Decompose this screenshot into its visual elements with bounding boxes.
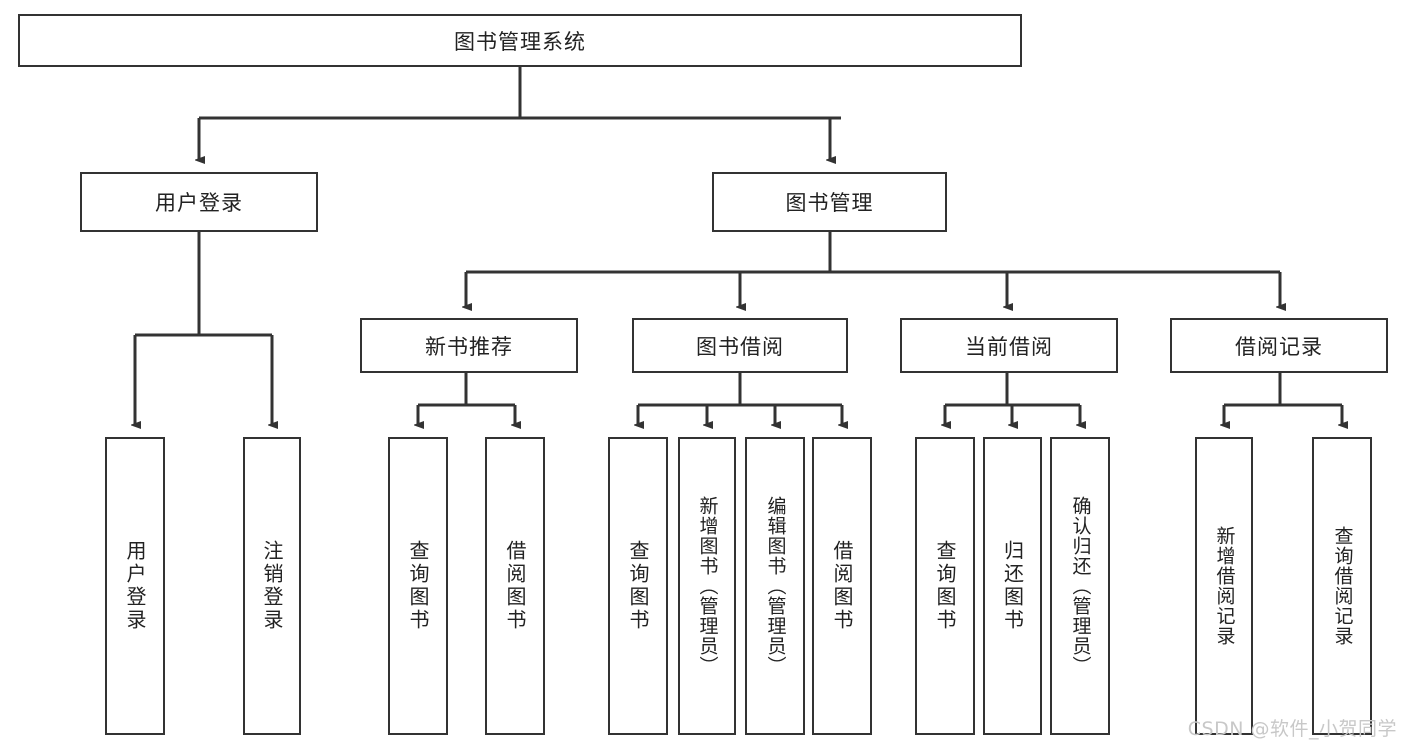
leaf-query-book-1-label: 查询图书 xyxy=(406,540,430,632)
node-current-borrow-label: 当前借阅 xyxy=(965,334,1053,359)
leaf-query-record[interactable]: 查询借阅记录 xyxy=(1312,437,1372,735)
leaf-query-book-3-label: 查询图书 xyxy=(933,540,957,632)
leaf-add-record-label: 新增借阅记录 xyxy=(1213,526,1236,646)
node-borrow-record-label: 借阅记录 xyxy=(1235,334,1323,359)
node-borrow-record[interactable]: 借阅记录 xyxy=(1170,318,1388,373)
node-user-login[interactable]: 用户登录 xyxy=(80,172,318,232)
leaf-add-record[interactable]: 新增借阅记录 xyxy=(1195,437,1253,735)
node-root[interactable]: 图书管理系统 xyxy=(18,14,1022,67)
leaf-query-book-3[interactable]: 查询图书 xyxy=(915,437,975,735)
leaf-return-book-label: 归还图书 xyxy=(1000,540,1025,632)
leaf-edit-book[interactable]: 编辑图书（管理员） xyxy=(745,437,805,735)
leaf-query-book-1[interactable]: 查询图书 xyxy=(388,437,448,735)
leaf-add-book[interactable]: 新增图书（管理员） xyxy=(678,437,736,735)
node-new-book-recommend[interactable]: 新书推荐 xyxy=(360,318,578,373)
leaf-confirm-return[interactable]: 确认归还（管理员） xyxy=(1050,437,1110,735)
leaf-user-login-label: 用户登录 xyxy=(123,540,147,632)
node-user-login-label: 用户登录 xyxy=(155,191,243,215)
node-book-manage[interactable]: 图书管理 xyxy=(712,172,947,232)
watermark-text: CSDN @软件_小贺同学 xyxy=(1187,718,1397,740)
node-book-borrow[interactable]: 图书借阅 xyxy=(632,318,848,373)
leaf-confirm-return-label: 确认归还（管理员） xyxy=(1069,496,1092,676)
leaf-query-book-2-label: 查询图书 xyxy=(626,540,650,632)
node-book-borrow-label: 图书借阅 xyxy=(696,334,784,359)
leaf-edit-book-label: 编辑图书（管理员） xyxy=(764,496,787,676)
leaf-query-record-label: 查询借阅记录 xyxy=(1331,526,1354,646)
leaf-query-book-2[interactable]: 查询图书 xyxy=(608,437,668,735)
leaf-return-book[interactable]: 归还图书 xyxy=(983,437,1042,735)
leaf-user-login[interactable]: 用户登录 xyxy=(105,437,165,735)
leaf-borrow-book-2[interactable]: 借阅图书 xyxy=(812,437,872,735)
node-book-manage-label: 图书管理 xyxy=(785,191,874,215)
node-root-label: 图书管理系统 xyxy=(454,29,586,54)
leaf-user-logout[interactable]: 注销登录 xyxy=(243,437,301,735)
node-current-borrow[interactable]: 当前借阅 xyxy=(900,318,1118,373)
leaf-borrow-book-2-label: 借阅图书 xyxy=(830,540,854,632)
leaf-add-book-label: 新增图书（管理员） xyxy=(696,496,719,676)
leaf-borrow-book-1-label: 借阅图书 xyxy=(503,540,527,632)
leaf-borrow-book-1[interactable]: 借阅图书 xyxy=(485,437,545,735)
node-new-book-recommend-label: 新书推荐 xyxy=(425,334,513,359)
leaf-user-logout-label: 注销登录 xyxy=(260,540,284,632)
